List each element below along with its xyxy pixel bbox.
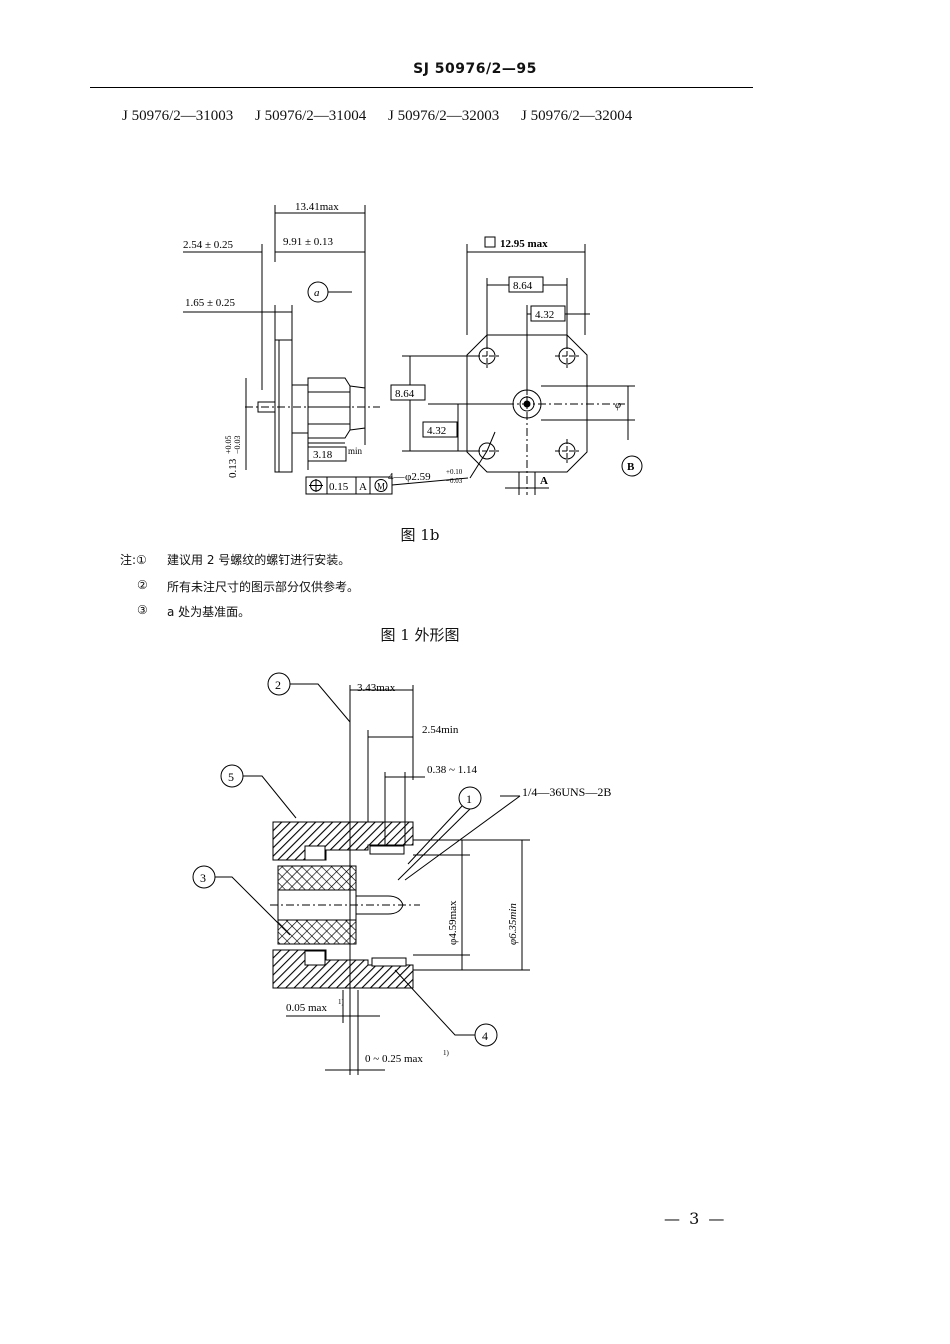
datum-B-label: B bbox=[627, 461, 635, 473]
dim-body: 9.91 ± 0.13 bbox=[283, 236, 334, 248]
dim-025: 0 ~ 0.25 max bbox=[365, 1053, 423, 1065]
dim-vertical-half: 4.32 bbox=[427, 425, 446, 437]
page-number: — 3 — bbox=[664, 1209, 727, 1228]
dim-min-suffix: min bbox=[348, 446, 363, 456]
hole-tol-sub: −0.03 bbox=[446, 477, 463, 485]
hole-dim: φ2.59 bbox=[405, 471, 431, 483]
model-code: J 50976/2—32003 bbox=[388, 108, 500, 124]
dim-254: 2.54min bbox=[422, 724, 459, 736]
note-text: 所有未注尺寸的图示部分仅供参考。 bbox=[167, 580, 360, 594]
note-text: 建议用 2 号螺纹的螺钉进行安装。 bbox=[167, 553, 351, 567]
dim-005: 0.05 max bbox=[286, 1002, 327, 1014]
callout-4: 4 bbox=[482, 1029, 488, 1043]
note-marker: ② bbox=[137, 578, 148, 592]
note-text: a 处为基准面。 bbox=[167, 605, 251, 619]
interface-section-drawing: 2 3.43max 2.54min 0.38 ~ 1.14 1 1/4—36UN… bbox=[192, 672, 611, 1075]
thread-spec: 1/4—36UNS—2B bbox=[522, 785, 611, 799]
dim-flange-thickness: 1.65 ± 0.25 bbox=[185, 297, 236, 309]
callout-2: 2 bbox=[275, 678, 281, 692]
position-tol-datum: A bbox=[359, 481, 367, 493]
figure-1b-drawing: 13.41max 2.54 ± 0.25 9.91 ± 0.13 1.65 ± … bbox=[183, 201, 643, 495]
standard-code: SJ 50976/2—95 bbox=[413, 61, 537, 77]
dim-tol-left: 0.13 bbox=[227, 458, 239, 478]
note-marker: 注:① bbox=[120, 553, 147, 567]
dim-spacing-half: 4.32 bbox=[535, 309, 554, 321]
model-list: J 50976/2—31003 J 50976/2—31004 J 50976/… bbox=[122, 108, 650, 125]
dim-tol-left-sub: −0.03 bbox=[233, 435, 242, 454]
dim-005-sup: 1) bbox=[338, 998, 345, 1006]
header-rule bbox=[90, 87, 753, 88]
dim-vertical-outer: 8.64 bbox=[395, 388, 415, 400]
figure-1b-caption: 图 1b bbox=[400, 526, 440, 544]
hole-tol-sup: +0.10 bbox=[446, 468, 463, 476]
phi-label: φ bbox=[615, 399, 621, 411]
dim-phi459: φ4.59max bbox=[447, 900, 459, 945]
dim-flange-offset: 2.54 ± 0.25 bbox=[183, 239, 234, 251]
model-code: J 50976/2—31004 bbox=[255, 108, 367, 124]
dim-total: 13.41max bbox=[295, 201, 339, 213]
figure-1-caption: 图 1 外形图 bbox=[380, 626, 460, 644]
dim-038: 0.38 ~ 1.14 bbox=[427, 764, 477, 776]
dim-343: 3.43max bbox=[357, 682, 396, 694]
datum-A-label: A bbox=[540, 475, 548, 487]
dim-tol-left-sup: +0.05 bbox=[224, 435, 233, 454]
dim-phi635: φ6.35min bbox=[507, 903, 519, 945]
note-marker: ③ bbox=[137, 603, 148, 617]
dim-square: 12.95 max bbox=[500, 238, 548, 250]
dim-min: 3.18 bbox=[313, 449, 333, 461]
dim-spacing-outer: 8.64 bbox=[513, 280, 533, 292]
hole-prefix: 4— bbox=[388, 471, 406, 483]
dim-025-sup: 1) bbox=[443, 1049, 450, 1057]
model-code: J 50976/2—31003 bbox=[122, 108, 234, 124]
datum-a-label: a bbox=[314, 287, 320, 299]
callout-3: 3 bbox=[200, 871, 206, 885]
callout-1: 1 bbox=[466, 792, 472, 806]
model-code: J 50976/2—32004 bbox=[521, 108, 633, 124]
position-tol-value: 0.15 bbox=[329, 481, 349, 493]
callout-5: 5 bbox=[228, 770, 234, 784]
position-tol-modifier: M bbox=[377, 482, 385, 492]
